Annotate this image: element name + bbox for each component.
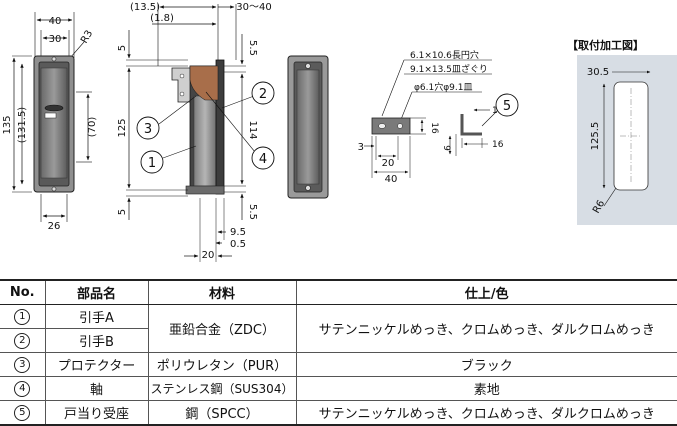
callout-2 xyxy=(251,81,275,105)
part-finish: サテンニッケルめっき、クロムめっき、ダルクロムめっき xyxy=(295,304,677,353)
part-material: 亜鉛合金（ZDC） xyxy=(147,304,297,353)
bracket-side-profile xyxy=(460,114,482,136)
part-material: 鋼（SPCC） xyxy=(147,400,297,426)
side-right-mid: 114 xyxy=(247,120,258,139)
row-number-badge: 5 xyxy=(14,405,31,421)
front-screw-top xyxy=(51,56,57,62)
technical-drawing: 40 30 R3 135 (131.5) (70) 26 (13.5) xyxy=(2,2,677,262)
part-name: 戸当り受座 xyxy=(44,400,149,426)
header-finish: 仕上/色 xyxy=(295,279,677,305)
cutout-panel: 【取付加工図】 30.5 125.5 R6 xyxy=(567,38,677,225)
back-screw-top xyxy=(305,63,311,69)
bracket-note-1: 6.1×10.6長円穴 xyxy=(410,49,479,61)
part-name: 軸 xyxy=(44,376,149,401)
side-view: (13.5) 30～40 (1.8) 5 125 5 5.5 114 5.5 xyxy=(117,2,272,262)
table-row: 3 プロテクター ポリウレタン（PUR） ブラック xyxy=(0,352,677,377)
header-no: No. xyxy=(0,279,46,305)
callouts: 1 2 3 4 5 xyxy=(136,81,519,174)
callout-2-label: 2 xyxy=(259,87,267,102)
part-finish: ブラック xyxy=(295,352,677,377)
back-screw-bottom xyxy=(305,185,311,191)
part-name: 引手A xyxy=(44,304,149,329)
callout-1 xyxy=(140,150,164,174)
bracket-dim-40: 40 xyxy=(385,174,398,185)
side-top-b: (1.8) xyxy=(150,13,174,24)
side-bottom-c: 20 xyxy=(202,250,215,261)
row-number-badge: 3 xyxy=(14,357,31,373)
bracket-dim-20: 20 xyxy=(382,158,395,169)
bracket-dim-16: 16 xyxy=(429,122,439,134)
side-left-bot: 5 xyxy=(117,209,128,215)
bracket-dim-1: 1 xyxy=(492,106,498,116)
cutout-title: 【取付加工図】 xyxy=(567,38,644,52)
side-bottom-b: 0.5 xyxy=(230,239,246,250)
side-top-range: 30～40 xyxy=(236,2,271,13)
callout-3-label: 3 xyxy=(144,122,152,137)
parts-table-header: No. 部品名 材料 仕上/色 xyxy=(0,279,677,305)
header-name: 部品名 xyxy=(44,279,149,305)
parts-table: No. 部品名 材料 仕上/色 1 引手A 亜鉛合金（ZDC） サテンニッケルめ… xyxy=(0,279,677,426)
front-height-total: 135 xyxy=(2,115,13,134)
front-height-inner: (131.5) xyxy=(17,107,28,144)
callout-4-label: 4 xyxy=(259,152,267,167)
side-right-top: 5.5 xyxy=(247,40,258,56)
callout-5 xyxy=(495,93,519,117)
part-name: 引手B xyxy=(44,328,148,353)
callout-3 xyxy=(136,116,160,140)
side-right-bot: 5.5 xyxy=(247,204,258,220)
side-top-a: (13.5) xyxy=(130,2,160,13)
front-width-outer: 40 xyxy=(49,16,62,27)
cutout-width: 30.5 xyxy=(587,67,609,78)
row-number-badge: 2 xyxy=(14,333,31,349)
side-bottom-a: 9.5 xyxy=(230,227,246,238)
front-pocket-height: (70) xyxy=(87,117,98,138)
header-material: 材料 xyxy=(147,279,297,305)
bracket-detail: 6.1×10.6長円穴 9.1×13.5皿ざぐり φ6.1穴φ9.1皿 16 3… xyxy=(358,49,504,185)
front-width-inner: 30 xyxy=(49,34,62,45)
part-material: ポリウレタン（PUR） xyxy=(147,352,297,377)
side-left-mid: 125 xyxy=(117,118,128,137)
front-finger-recess xyxy=(44,104,64,112)
bracket-dim-3: 3 xyxy=(358,142,364,153)
cutout-height: 125.5 xyxy=(590,122,601,151)
back-view xyxy=(287,55,329,199)
table-row: 5 戸当り受座 鋼（SPCC） サテンニッケルめっき、クロムめっき、ダルクロムめ… xyxy=(0,400,677,426)
callout-1-label: 1 xyxy=(148,156,156,171)
callout-4 xyxy=(251,146,275,170)
bracket-dim-16b: 16 xyxy=(492,140,504,150)
side-left-top: 5 xyxy=(117,45,128,51)
front-corner-radius: R3 xyxy=(79,28,95,45)
table-row: 4 軸 ステンレス鋼（SUS304） 素地 xyxy=(0,376,677,401)
front-bottom-width: 26 xyxy=(48,221,61,232)
part-finish: サテンニッケルめっき、クロムめっき、ダルクロムめっき xyxy=(295,400,677,426)
row-number-badge: 4 xyxy=(14,381,31,397)
part-finish: 素地 xyxy=(295,376,677,401)
side-bracket xyxy=(171,67,191,103)
bracket-plate xyxy=(371,117,411,135)
front-view: 40 30 R3 135 (131.5) (70) 26 xyxy=(2,12,98,232)
bracket-note-3: φ6.1穴φ9.1皿 xyxy=(414,81,473,93)
callout-5-label: 5 xyxy=(503,99,511,114)
row-number-badge: 1 xyxy=(14,309,31,325)
bracket-dim-9: 9 xyxy=(441,145,451,151)
bracket-note-2: 9.1×13.5皿ざぐり xyxy=(410,63,488,75)
part-material: ステンレス鋼（SUS304） xyxy=(147,376,297,401)
part-name: プロテクター xyxy=(44,352,149,377)
front-screw-bottom xyxy=(51,186,57,192)
table-row: 1 引手A 亜鉛合金（ZDC） サテンニッケルめっき、クロムめっき、ダルクロムめ… xyxy=(0,304,677,353)
table-row: 2 引手B xyxy=(0,328,677,353)
